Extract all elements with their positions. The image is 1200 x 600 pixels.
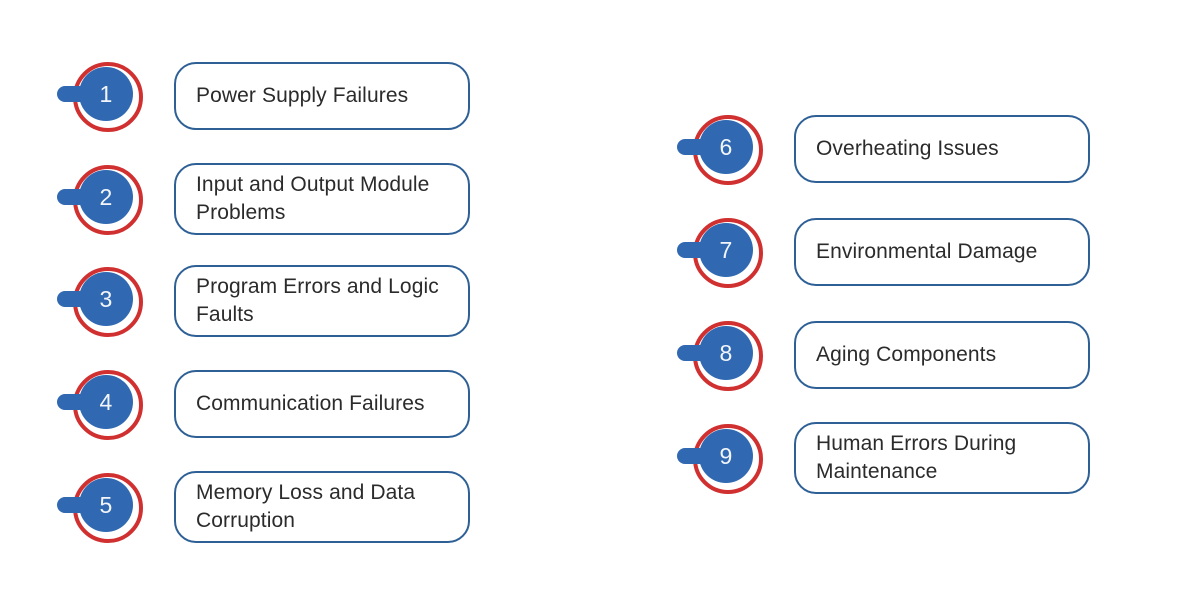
number-disc: 7 <box>699 223 753 277</box>
label-box[interactable]: Human Errors During Maintenance <box>794 422 1090 494</box>
label-box[interactable]: Aging Components <box>794 321 1090 389</box>
step-number: 2 <box>99 183 113 210</box>
step-badge-1: 1 <box>57 60 143 132</box>
label-box[interactable]: Memory Loss and Data Corruption <box>174 471 470 543</box>
item-label: Memory Loss and Data Corruption <box>196 480 416 532</box>
item-label: Aging Components <box>816 342 997 366</box>
step-badge-4: 4 <box>57 368 143 440</box>
step-badge-2: 2 <box>57 163 143 235</box>
number-disc: 2 <box>79 170 133 224</box>
step-badge-8: 8 <box>677 319 763 391</box>
step-number: 9 <box>719 442 733 469</box>
item-label: Human Errors During Maintenance <box>816 431 1017 483</box>
label-box[interactable]: Environmental Damage <box>794 218 1090 286</box>
item-label: Power Supply Failures <box>196 83 409 107</box>
step-badge-5: 5 <box>57 471 143 543</box>
number-disc: 5 <box>79 478 133 532</box>
step-number: 3 <box>99 285 113 312</box>
step-badge-7: 7 <box>677 216 763 288</box>
number-disc: 9 <box>699 429 753 483</box>
item-label: Communication Failures <box>196 391 425 415</box>
label-box[interactable]: Program Errors and Logic Faults <box>174 265 470 337</box>
label-box[interactable]: Power Supply Failures <box>174 62 470 130</box>
step-number: 6 <box>719 133 733 160</box>
item-label: Input and Output Module Problems <box>196 172 430 224</box>
label-box[interactable]: Overheating Issues <box>794 115 1090 183</box>
step-number: 1 <box>99 80 113 107</box>
step-number: 8 <box>719 339 733 366</box>
item-label: Program Errors and Logic Faults <box>196 274 439 326</box>
item-label: Overheating Issues <box>816 136 999 160</box>
step-badge-9: 9 <box>677 422 763 494</box>
number-disc: 1 <box>79 67 133 121</box>
step-number: 5 <box>99 491 113 518</box>
label-box[interactable]: Communication Failures <box>174 370 470 438</box>
item-label: Environmental Damage <box>816 239 1038 263</box>
number-disc: 4 <box>79 375 133 429</box>
step-badge-6: 6 <box>677 113 763 185</box>
label-box[interactable]: Input and Output Module Problems <box>174 163 470 235</box>
step-badge-3: 3 <box>57 265 143 337</box>
number-disc: 8 <box>699 326 753 380</box>
step-number: 7 <box>719 236 733 263</box>
step-number: 4 <box>99 388 113 415</box>
number-disc: 6 <box>699 120 753 174</box>
number-disc: 3 <box>79 272 133 326</box>
